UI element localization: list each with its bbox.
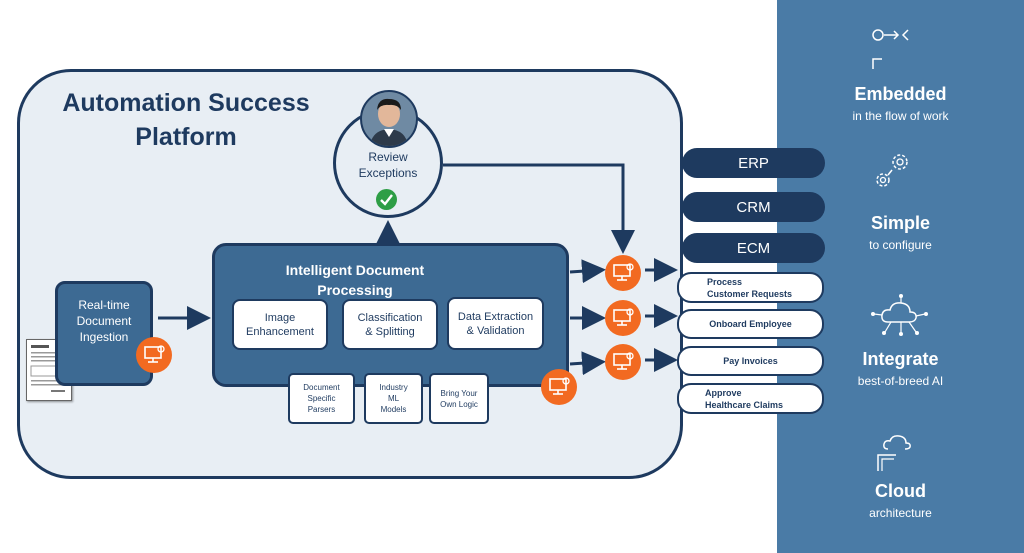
workflow-icon bbox=[872, 29, 909, 69]
connector-gear-icon bbox=[605, 300, 641, 336]
gears-icon bbox=[876, 154, 908, 187]
review-exceptions-label: Review Exceptions bbox=[358, 150, 418, 180]
workflow-approve-healthcare-claims: Approve Healthcare Claims bbox=[677, 383, 824, 414]
arrow-idp-to-connector-1 bbox=[569, 259, 606, 284]
monitor-gear-icon bbox=[541, 369, 577, 405]
platform-title: Automation Success Platform bbox=[46, 86, 326, 154]
feature-cloud-subtitle: architecture bbox=[869, 506, 932, 520]
workflow-line1: Onboard Employee bbox=[709, 319, 792, 329]
reviewer-avatar bbox=[360, 90, 418, 148]
idp-title-line2: Processing bbox=[317, 282, 393, 298]
module-classification-splitting: Classification & Splitting bbox=[342, 299, 438, 350]
feature-cloud-title: Cloud bbox=[875, 481, 926, 501]
ingestion-label: Real-time Document Ingestion bbox=[76, 298, 132, 344]
module-image-enhancement: Image Enhancement bbox=[232, 299, 328, 350]
feature-integrate-subtitle: best-of-breed AI bbox=[857, 374, 944, 388]
workflow-line2: Healthcare Claims bbox=[705, 399, 784, 410]
ingestion-box bbox=[55, 281, 153, 386]
feature-embedded-title: Embedded bbox=[854, 84, 947, 104]
workflow-line1: Pay Invoices bbox=[723, 356, 778, 366]
workflow-line1: Process bbox=[707, 276, 743, 287]
workflow-onboard-employee: Onboard Employee bbox=[677, 309, 824, 339]
system-ecm: ECM bbox=[682, 233, 825, 263]
model-industry-ml-models: Industry ML Models bbox=[364, 373, 423, 424]
feature-simple-subtitle: to configure bbox=[869, 238, 932, 252]
workflow-process-customer-requests: Process Customer Requests bbox=[677, 272, 824, 303]
cloud-network-icon bbox=[871, 294, 928, 336]
check-icon bbox=[376, 189, 397, 210]
model-bring-your-own-logic: Bring Your Own Logic bbox=[429, 373, 489, 424]
feature-simple-title: Simple bbox=[870, 213, 931, 233]
idp-title-line1: Intelligent Document bbox=[285, 262, 425, 278]
workflow-line1: Approve bbox=[705, 387, 742, 398]
workflow-line2: Customer Requests bbox=[707, 288, 793, 299]
connector-gear-icon bbox=[605, 255, 641, 291]
feature-integrate-title: Integrate bbox=[862, 349, 939, 369]
cloud-icon bbox=[877, 435, 911, 471]
model-document-specific-parsers: Document Specific Parsers bbox=[288, 373, 355, 424]
monitor-gear-icon bbox=[136, 337, 172, 373]
system-erp: ERP bbox=[682, 148, 825, 178]
feature-embedded-subtitle: in the flow of work bbox=[852, 109, 949, 123]
workflow-pay-invoices: Pay Invoices bbox=[677, 346, 824, 376]
system-crm: CRM bbox=[682, 192, 825, 222]
platform-title-line1: Automation Success bbox=[62, 89, 310, 117]
platform-title-line2: Platform bbox=[135, 123, 237, 151]
arrow-review-to-connector bbox=[443, 163, 635, 254]
arrow-idp-to-connector-3 bbox=[569, 351, 606, 376]
connector-gear-icon bbox=[605, 344, 641, 380]
module-data-extraction-validation: Data Extraction & Validation bbox=[447, 297, 544, 350]
idp-title: Intelligent Document Processing bbox=[255, 260, 455, 300]
